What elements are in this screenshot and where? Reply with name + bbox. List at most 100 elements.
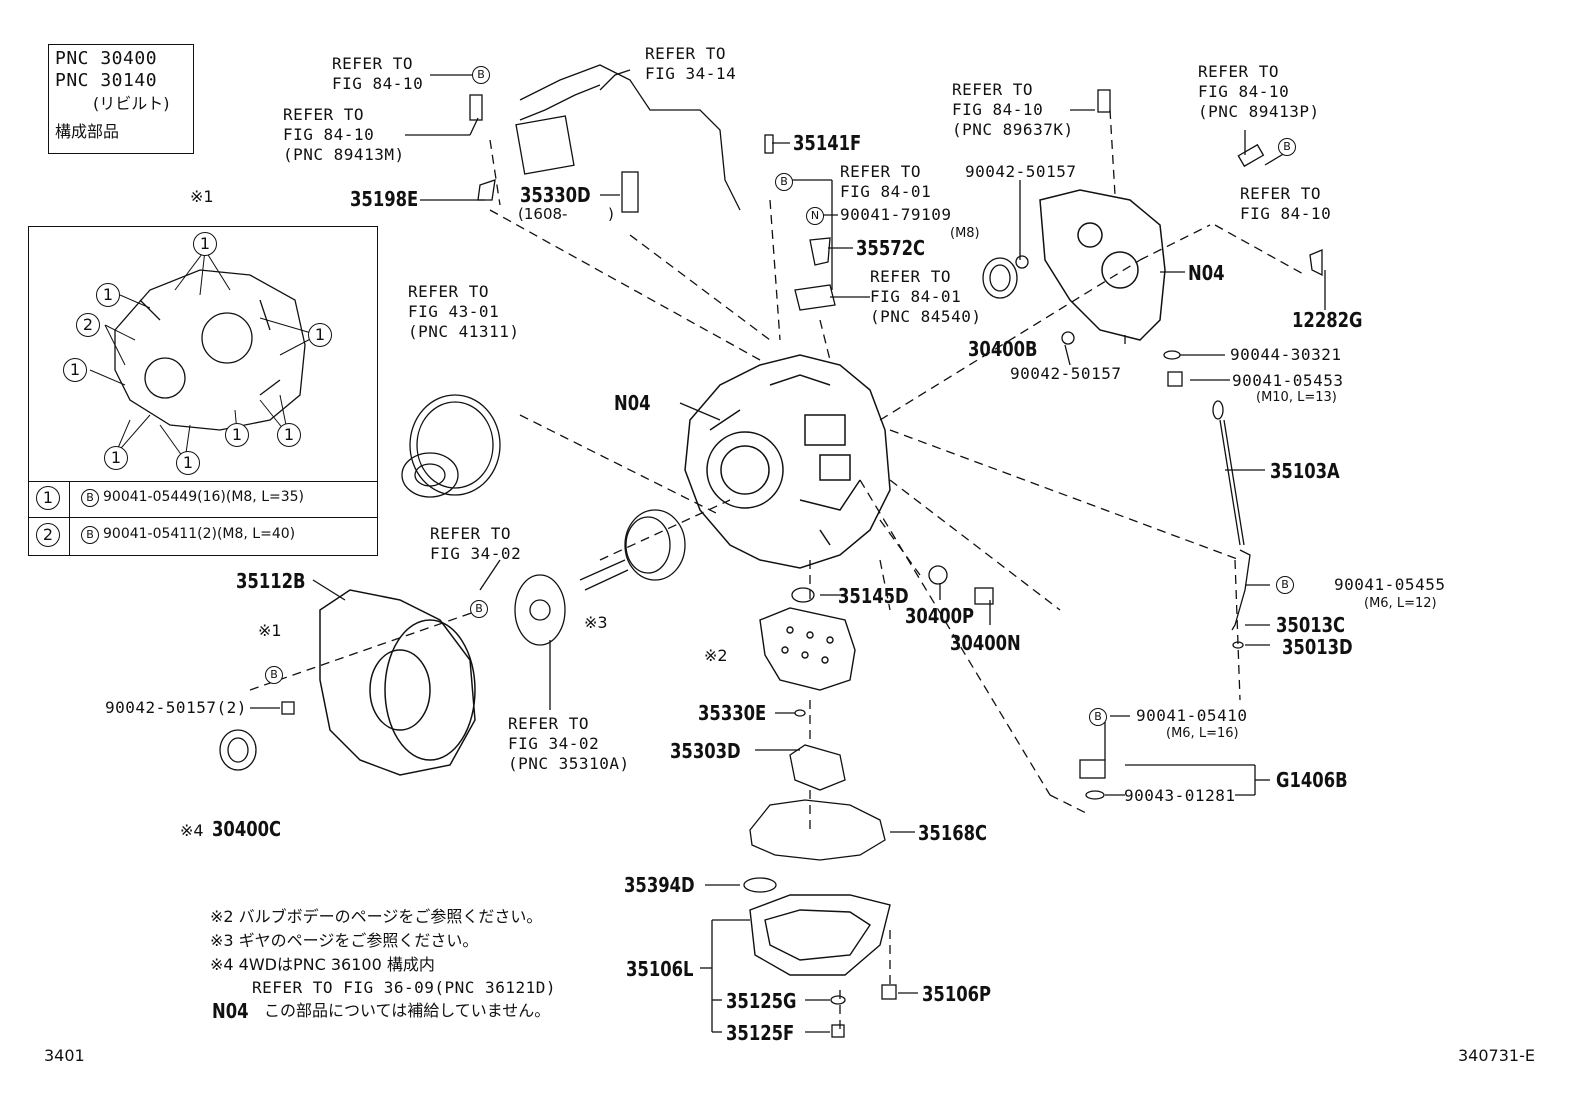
page-code: 3401 — [44, 1046, 85, 1065]
part-35330D-note: (1608- — [518, 205, 568, 223]
part-35125F[interactable]: 35125F — [726, 1021, 795, 1045]
sensor-89413M — [469, 94, 483, 121]
part-90042-50157-a[interactable]: 90042-50157 — [965, 162, 1077, 181]
note-valve-body: ※2 バルブボデーのページをご参照ください。 — [210, 907, 543, 926]
bracket-35572C — [809, 237, 831, 266]
part-35103A[interactable]: 35103A — [1270, 459, 1340, 483]
callout-1: 1 — [104, 446, 128, 470]
part-35013D[interactable]: 35013D — [1282, 635, 1353, 659]
part-35141F[interactable]: 35141F — [793, 131, 862, 155]
part-90041-79109[interactable]: 90041-79109 — [840, 205, 952, 224]
note-4wd: ※4 4WDはPNC 36100 構成内 — [210, 955, 435, 974]
sensor-G1406B — [1079, 759, 1106, 779]
pnc-box: PNC 30400 PNC 30140 (リビルト) 構成部品 — [48, 44, 194, 154]
part-12282G[interactable]: 12282G — [1292, 308, 1363, 332]
part-90042-50157-b[interactable]: 90042-50157 — [1010, 364, 1122, 383]
part-90041-05453-note: (M10, L=13) — [1256, 390, 1337, 405]
clutch-shape — [579, 509, 686, 591]
callout-1: 1 — [308, 323, 332, 347]
part-30400C[interactable]: 30400C — [212, 817, 282, 841]
bolt-mark-b: B — [470, 600, 488, 618]
valve-body-shape — [759, 607, 856, 691]
part-N04-case[interactable]: N04 — [614, 391, 651, 415]
pnc-line2: PNC 30140 — [55, 70, 158, 91]
part-35112B[interactable]: 35112B — [236, 569, 306, 593]
pipe-35330D — [621, 171, 639, 213]
part-90041-05410-note: (M6, L=16) — [1166, 726, 1239, 741]
figure-code: 340731-E — [1458, 1046, 1535, 1065]
part-35198E[interactable]: 35198E — [350, 187, 419, 211]
gasket-shape — [749, 799, 886, 861]
side-cover-shape — [1039, 189, 1166, 341]
sensor-89637K — [1097, 89, 1111, 113]
differential-shape — [401, 394, 501, 498]
note4-mark: ※4 — [180, 821, 204, 840]
part-35168C[interactable]: 35168C — [918, 821, 988, 845]
callout-1: 1 — [193, 232, 217, 256]
callout-1: 1 — [277, 423, 301, 447]
dipstick-tube-shape — [1231, 549, 1251, 631]
part-30400N[interactable]: 30400N — [950, 631, 1021, 655]
part-35330E[interactable]: 35330E — [698, 701, 767, 725]
part-90041-05455-note: (M6, L=12) — [1364, 596, 1437, 611]
part-35125G[interactable]: 35125G — [726, 989, 797, 1013]
bracket-84540 — [794, 284, 836, 311]
part-90044-30321[interactable]: 90044-30321 — [1230, 345, 1342, 364]
note-n04-text: この部品については補給していません。 — [264, 1001, 551, 1020]
part-G1406B[interactable]: G1406B — [1276, 768, 1348, 792]
note-4wd-ref[interactable]: REFER TO FIG 36-09(PNC 36121D) — [252, 978, 556, 997]
part-35303D[interactable]: 35303D — [670, 739, 741, 763]
part-35394D[interactable]: 35394D — [624, 873, 695, 897]
detail-row1-text: 90041-05449(16)(M8, L=35) — [103, 489, 305, 505]
part-35106L[interactable]: 35106L — [626, 957, 694, 981]
note3-mark: ※3 — [584, 613, 608, 632]
part-35145D[interactable]: 35145D — [838, 584, 909, 608]
part-90043-01281[interactable]: 90043-01281 — [1124, 786, 1236, 805]
transaxle-case-shape — [684, 354, 891, 569]
leader-lines — [250, 74, 1326, 1033]
part-35330D[interactable]: 35330D — [520, 183, 591, 207]
part-35330D-note-close: ) — [608, 205, 614, 223]
part-35013C[interactable]: 35013C — [1276, 613, 1346, 637]
oil-pan-shape — [749, 894, 891, 976]
bolt-mark-b: B — [265, 666, 283, 684]
detail-row2-num: 2 — [36, 523, 60, 547]
wire-harness-shape — [515, 64, 741, 211]
part-90042-50157-2[interactable]: 90042-50157(2) — [105, 698, 247, 717]
part-90041-79109-note: (M8) — [950, 226, 980, 241]
note-n04-code: N04 — [212, 999, 249, 1023]
strainer-shape — [789, 744, 846, 791]
part-N04-side[interactable]: N04 — [1188, 261, 1225, 285]
oil-seal-30400C — [219, 729, 257, 771]
pnc-line4: 構成部品 — [55, 122, 120, 141]
part-30400B[interactable]: 30400B — [968, 337, 1038, 361]
part-35572C[interactable]: 35572C — [856, 236, 926, 260]
bolt-mark-b: B — [775, 173, 793, 191]
part-90041-05453[interactable]: 90041-05453 — [1232, 371, 1344, 390]
detail-box: 1 B 90041-05449(16)(M8, L=35) 2 B 90041-… — [28, 226, 378, 556]
note-gear: ※3 ギヤのページをご参照ください。 — [210, 931, 479, 950]
detail-row1-num: 1 — [36, 486, 60, 510]
part-90041-05410[interactable]: 90041-05410 — [1136, 706, 1248, 725]
bolt-mark-b: B — [1278, 138, 1296, 156]
oil-pump-shape — [514, 574, 566, 646]
dipstick-shape — [1212, 400, 1245, 546]
part-30400P[interactable]: 30400P — [905, 604, 975, 628]
part-35106P[interactable]: 35106P — [922, 982, 992, 1006]
detail-title: ※1 — [190, 187, 214, 206]
bolt-mark-b: B — [1089, 708, 1107, 726]
part-90041-05455[interactable]: 90041-05455 — [1334, 575, 1446, 594]
